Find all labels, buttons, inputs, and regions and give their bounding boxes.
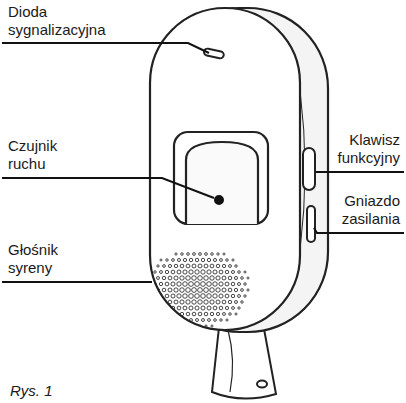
- led-label: Dioda sygnalizacyjna: [8, 3, 126, 39]
- leader-lines: [2, 43, 404, 282]
- housing: [150, 8, 328, 332]
- speaker-grille: [150, 253, 249, 328]
- led: [203, 48, 224, 59]
- button-label: Klawisz funkcyjny: [318, 131, 400, 167]
- speaker-label: Głośnik syreny: [8, 241, 78, 277]
- motion-sensor: [174, 132, 268, 224]
- side-controls: [303, 148, 315, 242]
- figure-caption: Rys. 1: [10, 382, 90, 400]
- sensor-label: Czujnik ruchu: [8, 137, 78, 173]
- power-label: Gniazdo zasilania: [318, 192, 400, 228]
